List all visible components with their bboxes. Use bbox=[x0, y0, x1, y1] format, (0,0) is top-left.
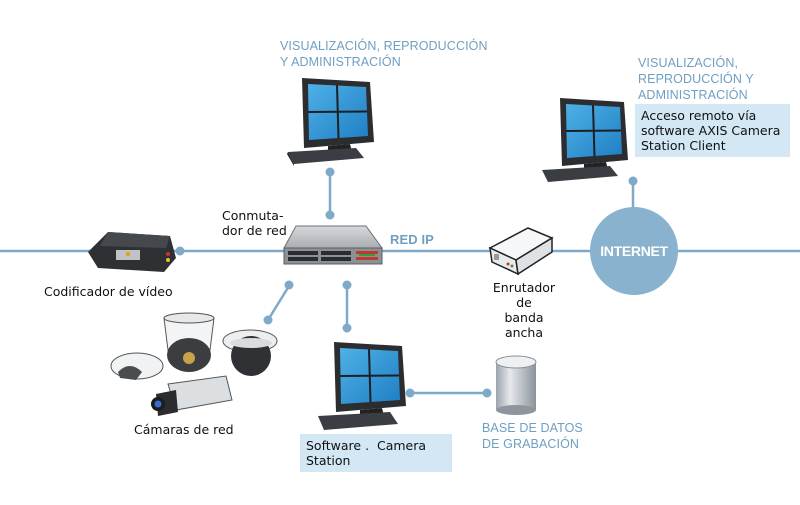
link-cameras bbox=[266, 285, 291, 321]
top-monitor-icon bbox=[287, 78, 374, 166]
top-monitor-heading: VISUALIZACIÓN, REPRODUCCIÓN Y ADMINISTRA… bbox=[280, 39, 488, 69]
router-label: Enrutador de banda ancha bbox=[492, 280, 556, 340]
box-camera-icon bbox=[151, 375, 233, 416]
video-encoder-icon bbox=[88, 232, 176, 272]
remote-monitor-heading: VISUALIZACIÓN, REPRODUCCIÓN Y ADMINISTRA… bbox=[638, 56, 754, 102]
remote-monitor-icon bbox=[542, 98, 628, 182]
encoder-label: Codificador de vídeo bbox=[44, 284, 173, 299]
recording-database-icon bbox=[495, 355, 537, 415]
dome-camera-left-icon bbox=[110, 352, 164, 380]
database-label: BASE DE DATOS DE GRABACIÓN bbox=[482, 421, 583, 451]
switch-label: Conmuta- dor de red bbox=[222, 208, 287, 238]
cameras-label: Cámaras de red bbox=[134, 422, 234, 437]
connection-dots bbox=[175, 167, 638, 398]
dome-camera-right-icon bbox=[222, 329, 278, 376]
remote-access-box: Acceso remoto vía software AXIS Camera S… bbox=[635, 104, 790, 157]
network-cameras-icon bbox=[110, 312, 278, 416]
broadband-router-icon bbox=[488, 227, 554, 276]
network-switch-icon bbox=[283, 225, 383, 265]
camera-station-box: Software . Camera Station bbox=[300, 434, 452, 472]
station-monitor-icon bbox=[318, 342, 406, 430]
ip-network-label: RED IP bbox=[390, 232, 434, 247]
ptz-camera-icon bbox=[163, 312, 215, 372]
internet-cloud: INTERNET bbox=[590, 207, 678, 295]
